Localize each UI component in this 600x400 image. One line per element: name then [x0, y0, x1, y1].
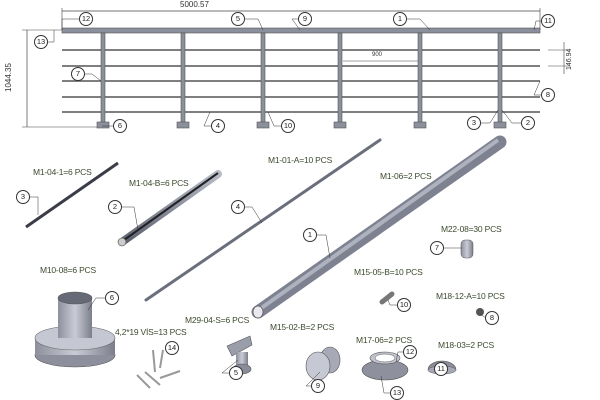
part-9-end-connector [305, 346, 341, 381]
part-label: 4,2*19 VİS=13 PCS [115, 327, 187, 337]
part-label: M1-04-1=6 PCS [33, 167, 92, 177]
length-dimension: 5000.57 [180, 0, 209, 9]
balloon-14: 14 [165, 341, 179, 355]
part-label: M29-04-S=6 PCS [185, 315, 250, 325]
balloon-6: 6 [113, 119, 127, 133]
balloon-11: 11 [434, 362, 448, 376]
balloon-8: 8 [485, 311, 499, 325]
part-label: M1-04-B=6 PCS [129, 178, 189, 188]
balloon-4: 4 [231, 200, 245, 214]
balloon-1: 1 [303, 228, 317, 242]
part-6-base-flange [34, 291, 116, 368]
part-3-rod [25, 161, 119, 229]
balloon-12: 12 [79, 12, 93, 26]
rail-spacing-dimension: 146.94 [566, 48, 573, 70]
balloon-13: 13 [390, 386, 404, 400]
balloon-8: 8 [541, 88, 555, 102]
part-leader-lines [29, 196, 487, 394]
balloon-7: 7 [71, 67, 85, 81]
balloon-9: 9 [311, 379, 325, 393]
balloon-4: 4 [211, 119, 225, 133]
balloon-1: 1 [393, 12, 407, 26]
balloon-3: 3 [16, 190, 30, 204]
post-spacing-dimension: 900 [372, 52, 383, 58]
part-label: M1-06=2 PCS [380, 171, 432, 181]
balloon-2: 2 [521, 116, 535, 130]
balloon-5: 5 [231, 12, 245, 26]
posts [96, 32, 507, 129]
balloon-10: 10 [397, 298, 411, 312]
part-label: M15-05-B=10 PCS [354, 267, 423, 277]
balloon-12: 12 [403, 345, 417, 359]
infill-rails [62, 49, 540, 113]
balloon-11: 11 [541, 14, 555, 28]
part-label: M17-06=2 PCS [356, 335, 412, 345]
handrail [61, 27, 541, 34]
part-10-rod-connector [379, 291, 395, 305]
part-4-rail [144, 138, 382, 302]
part-label: M22-08=30 PCS [441, 224, 502, 234]
part-7-rod-holder [460, 239, 474, 259]
exploded-parts [25, 135, 507, 394]
balloon-13: 13 [34, 35, 48, 49]
elevation-view [22, 8, 570, 129]
balloon-10: 10 [281, 119, 295, 133]
height-dimension: 1044.35 [4, 63, 13, 92]
balloon-6: 6 [105, 291, 119, 305]
balloon-3: 3 [467, 116, 481, 130]
leader-lines [47, 18, 542, 127]
part-14-screws [136, 349, 181, 389]
part-label: M1-01-A=10 PCS [268, 155, 333, 165]
balloon-9: 9 [298, 12, 312, 26]
part-label: M10-08=6 PCS [40, 265, 96, 275]
balloon-7: 7 [430, 241, 444, 255]
balloon-5: 5 [229, 366, 243, 380]
part-8-rod-cap [476, 308, 484, 316]
part-12-wall-flange [361, 351, 409, 381]
part-label: M15-02-B=2 PCS [270, 322, 335, 332]
part-label: M18-03=2 PCS [438, 340, 494, 350]
balloon-2: 2 [108, 200, 122, 214]
part-label: M18-12-A=10 PCS [436, 291, 505, 301]
